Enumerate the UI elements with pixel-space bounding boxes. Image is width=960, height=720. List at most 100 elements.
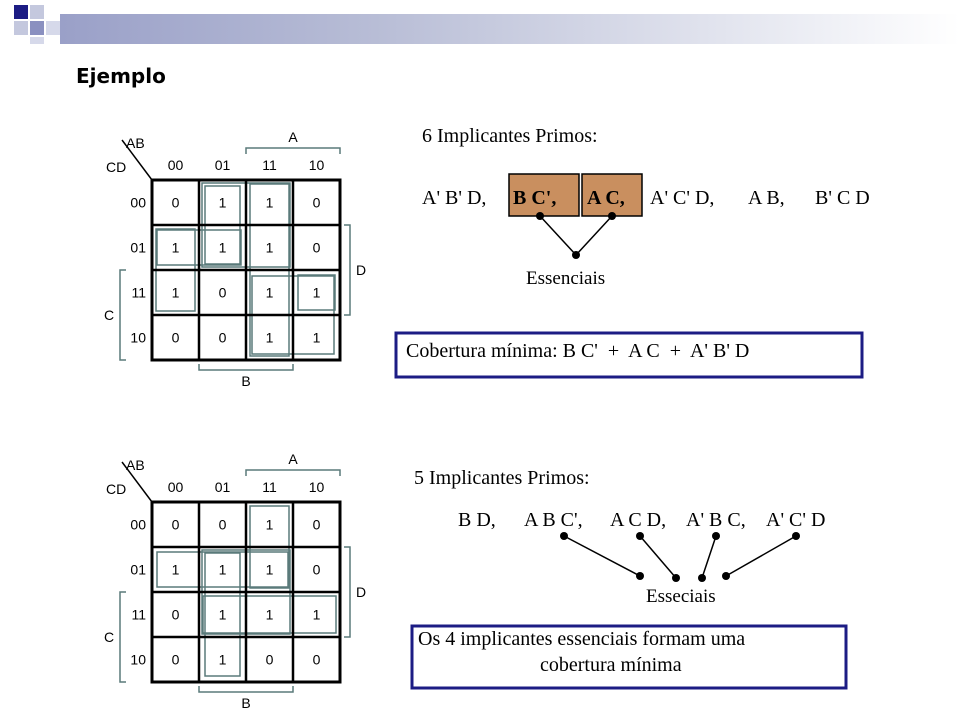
implicant: B D, <box>458 509 496 531</box>
implicant: A B, <box>748 187 785 209</box>
header-square-dark <box>14 5 28 19</box>
essential-label: Esseciais <box>646 586 716 607</box>
header-square-pale <box>46 21 60 35</box>
kmap-cell-value: 1 <box>266 517 274 533</box>
pointer-dot <box>712 532 720 540</box>
kmap-cell-value: 0 <box>172 195 180 211</box>
row-header: 01 <box>130 240 146 256</box>
variable-label-b: B <box>241 373 250 386</box>
column-header: 00 <box>168 157 184 173</box>
kmap-cell-value: 1 <box>313 285 321 301</box>
implicant: B' C D <box>815 187 870 209</box>
pointer-dot <box>572 251 580 259</box>
corner-label-ab: AB <box>126 457 145 473</box>
prime-implicant-group <box>204 552 241 677</box>
pointer-dot <box>636 572 644 580</box>
pointer-dot <box>722 572 730 580</box>
row-header: 01 <box>130 562 146 578</box>
pointer-dot <box>536 212 544 220</box>
pointer-line <box>539 215 577 256</box>
bracket-d <box>344 224 351 316</box>
pointer-line <box>701 535 717 579</box>
corner-label-cd: CD <box>106 481 126 497</box>
kmap-cell-value: 1 <box>219 607 227 623</box>
kmap-cell-value: 1 <box>266 607 274 623</box>
variable-label-d: D <box>356 262 366 278</box>
column-header: 01 <box>215 157 231 173</box>
kmap-cell-value: 1 <box>266 285 274 301</box>
column-header: 00 <box>168 479 184 495</box>
header-band <box>14 5 960 44</box>
pointer-dot <box>560 532 568 540</box>
variable-label-c: C <box>104 629 114 645</box>
row-header: 10 <box>130 330 146 346</box>
kmap-cell-value: 0 <box>266 652 274 668</box>
pointer-dot <box>792 532 800 540</box>
implicant: A' C' D <box>766 509 825 531</box>
bracket-a <box>245 469 341 476</box>
prime-implicant-group <box>156 551 289 588</box>
prime-implicant-group <box>202 595 337 634</box>
prime-implicants-heading: 5 Implicantes Primos: <box>414 467 590 489</box>
header-square-light <box>30 5 44 19</box>
minimum-cover-text: cobertura mínima <box>540 654 682 676</box>
implicant: A B C', <box>524 509 583 531</box>
kmap-cell-value: 0 <box>172 330 180 346</box>
column-header: 10 <box>309 157 325 173</box>
minimum-cover-text: Cobertura mínima: B C' + A C + A' B' D <box>406 340 750 362</box>
result-box-2-frame <box>410 624 848 690</box>
column-header: 11 <box>262 479 277 495</box>
kmap-cell-value: 1 <box>266 195 274 211</box>
bracket-d <box>344 546 351 638</box>
kmap-cell-value: 1 <box>219 562 227 578</box>
pointer-dot <box>636 532 644 540</box>
result-box-1-frame <box>394 331 864 379</box>
row-header: 00 <box>130 517 146 533</box>
kmap-cell-value: 1 <box>219 195 227 211</box>
kmap-cell-value: 0 <box>219 285 227 301</box>
kmap-cell-value: 1 <box>313 330 321 346</box>
kmap-cell-value: 1 <box>172 285 180 301</box>
kmap-cell-value: 1 <box>266 562 274 578</box>
kmap-cell-value: 0 <box>313 240 321 256</box>
kmap-cell-value: 0 <box>313 562 321 578</box>
kmap-cell-value: 0 <box>219 330 227 346</box>
bracket-b <box>198 364 294 371</box>
kmap-cell-value: 0 <box>172 652 180 668</box>
bracket-c <box>119 591 126 683</box>
bracket-c <box>119 269 126 361</box>
corner-diagonal <box>121 139 153 181</box>
pointer-line <box>563 535 641 577</box>
prime-implicant-group <box>297 274 336 311</box>
variable-label-d: D <box>356 584 366 600</box>
variable-label-a: A <box>288 451 298 467</box>
slide-title: Ejemplo <box>76 64 166 88</box>
column-header: 10 <box>309 479 325 495</box>
kmap-cell-value: 0 <box>172 607 180 623</box>
implicant: A' B' D, <box>422 187 486 209</box>
implicant-essential: B C', <box>513 187 556 209</box>
kmap-cell-value: 1 <box>266 240 274 256</box>
pointer-dot <box>608 212 616 220</box>
header-square-pale <box>30 37 44 44</box>
kmap-cell-value: 0 <box>172 517 180 533</box>
kmap-cell-value: 1 <box>172 562 180 578</box>
row-header: 10 <box>130 652 146 668</box>
variable-label-a: A <box>288 129 298 145</box>
kmap-cell-value: 0 <box>219 517 227 533</box>
kmap-cell-value: 1 <box>172 240 180 256</box>
kmap-cell-value: 1 <box>219 652 227 668</box>
kmap-cell-value: 0 <box>313 652 321 668</box>
bracket-a <box>245 147 341 154</box>
implicant-essential: A C, <box>587 187 625 209</box>
pointer-line <box>725 535 797 577</box>
kmap-cell-value: 1 <box>313 607 321 623</box>
implicants-panel-2: 5 Implicantes Primos: B D, A B C', A C D… <box>414 467 825 607</box>
row-header: 11 <box>131 285 146 301</box>
corner-diagonal <box>121 461 153 503</box>
row-header: 00 <box>130 195 146 211</box>
header-square-light <box>14 21 28 35</box>
kmap-cell-value: 0 <box>313 195 321 211</box>
